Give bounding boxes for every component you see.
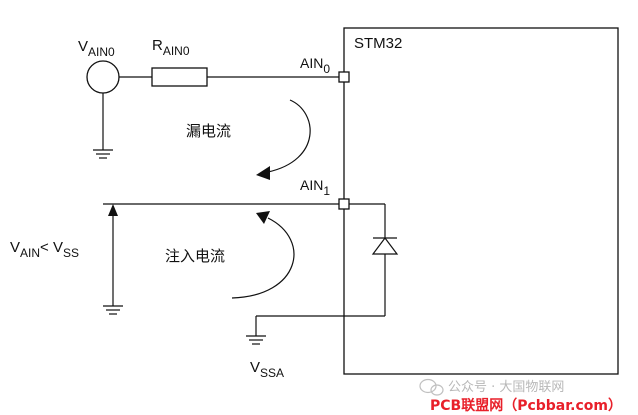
injection-current-arrowhead bbox=[256, 211, 270, 224]
voltage-condition-label: VAIN< VSS bbox=[10, 239, 79, 260]
stm32-chip-box bbox=[343, 27, 619, 375]
left-ground-symbol bbox=[103, 305, 123, 315]
diode-symbol bbox=[371, 237, 399, 255]
wechat-icon bbox=[419, 378, 444, 396]
injection-current-label: 注入电流 bbox=[165, 247, 225, 265]
r-ain0-label: RAIN0 bbox=[152, 37, 190, 58]
voltage-source-symbol bbox=[86, 60, 120, 94]
resistor-symbol bbox=[151, 67, 208, 87]
ain1-pin bbox=[338, 198, 350, 210]
watermark-brand-text: PCB联盟网（Pcbbar.com） bbox=[430, 398, 622, 414]
v-ain0-label: VAIN0 bbox=[78, 38, 115, 59]
ain0-label: AIN0 bbox=[300, 55, 330, 76]
source-ground-symbol bbox=[93, 149, 113, 159]
leakage-current-arrow bbox=[267, 99, 311, 173]
watermark-account-text: 公众号 · 大国物联网 bbox=[448, 380, 564, 395]
vssa-label: VSSA bbox=[250, 359, 284, 380]
ain0-pin bbox=[338, 71, 350, 83]
chip-label: STM32 bbox=[354, 35, 402, 52]
ain1-label: AIN1 bbox=[300, 177, 330, 198]
injection-current-arrow bbox=[231, 217, 295, 299]
vssa-ground-symbol bbox=[246, 335, 266, 345]
leakage-current-label: 漏电流 bbox=[186, 122, 231, 140]
leakage-current-arrowhead bbox=[256, 166, 270, 180]
voltage-indicator-arrowhead bbox=[108, 204, 118, 216]
